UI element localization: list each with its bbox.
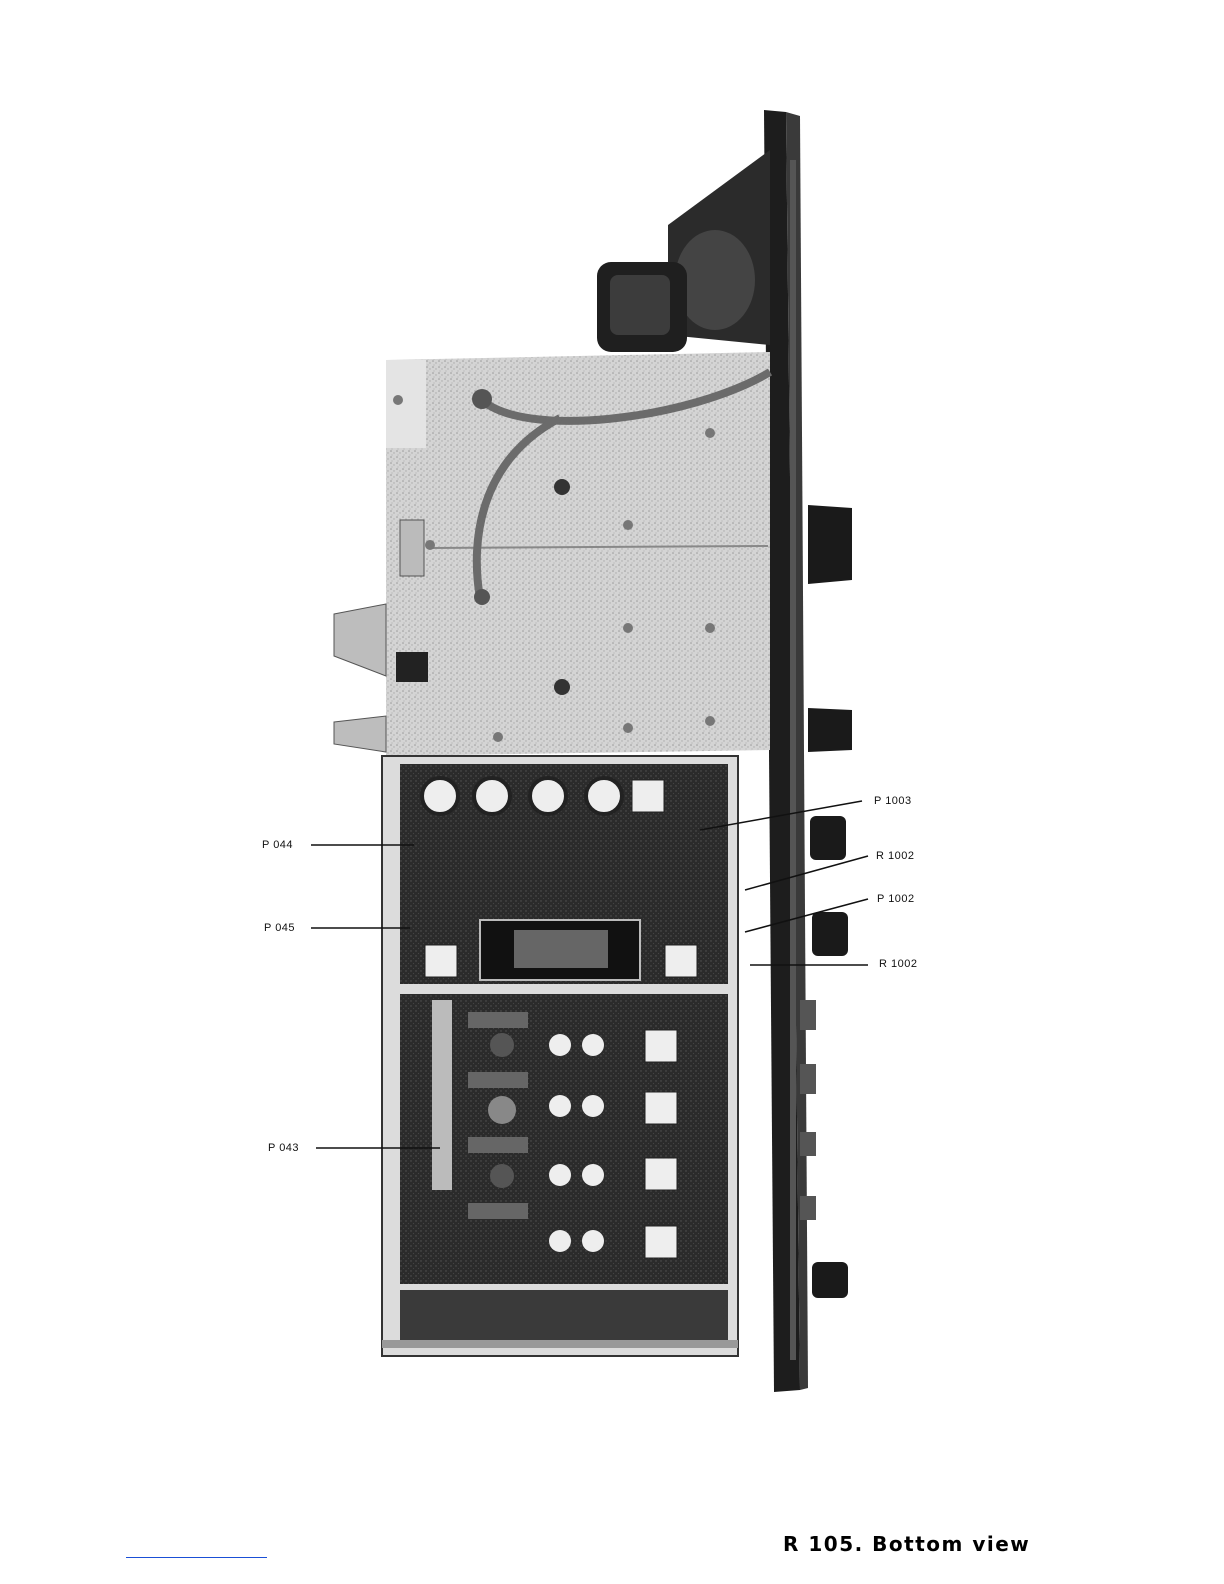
callout-p043: P 043: [268, 1142, 299, 1154]
callout-p044: P 044: [262, 839, 293, 851]
speaker-assembly: [597, 150, 770, 352]
shield-plate: [386, 352, 770, 756]
callout-r1002-lower: R 1002: [879, 958, 917, 970]
callout-p1003: P 1003: [874, 795, 912, 807]
front-knobs: [800, 816, 848, 1298]
footer-rule: [126, 1557, 267, 1558]
figure-caption: R 105. Bottom view: [783, 1532, 1030, 1556]
callout-r1002-upper: R 1002: [876, 850, 914, 862]
callout-p1002: P 1002: [877, 893, 915, 905]
circuit-board-chassis: [382, 756, 738, 1356]
callout-p045: P 045: [264, 922, 295, 934]
panel-blocks: [808, 505, 852, 752]
